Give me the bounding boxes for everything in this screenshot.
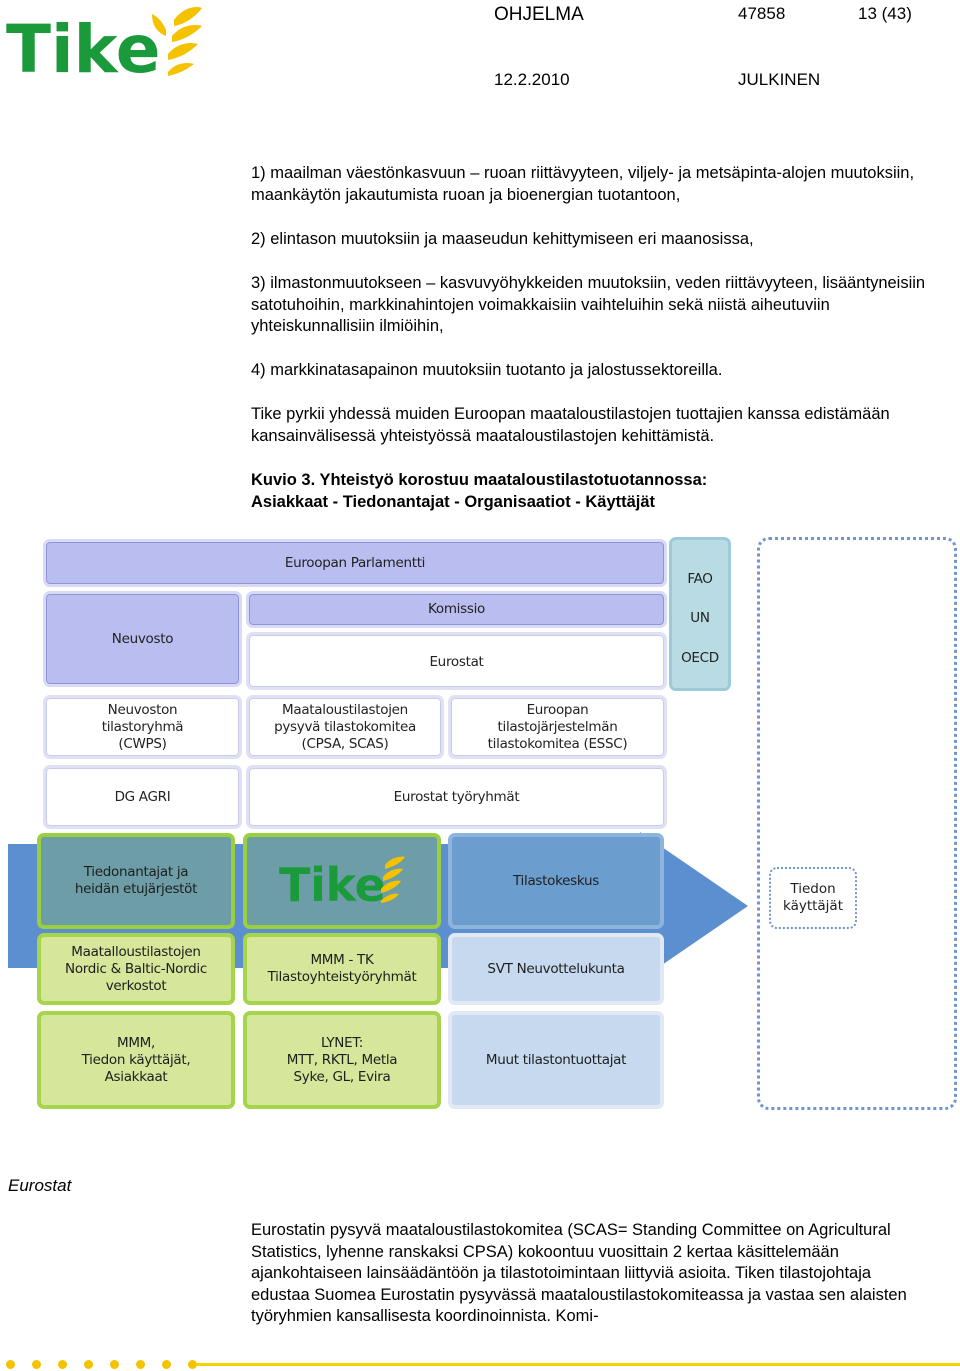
label-cpsa: Maataloustilastojen pysyvä tilastokomite… (274, 701, 416, 752)
box-mmm-tk: MMM - TK Tilastoyhteistyöryhmät (243, 933, 441, 1005)
box-council: Neuvosto (43, 591, 242, 687)
label-respondents: Tiedonantajat ja heidän etujärjestöt (74, 864, 198, 897)
label-nordic: Maatalloustilastojen Nordic & Baltic-Nor… (65, 943, 207, 994)
box-eurostat: Eurostat (246, 632, 667, 690)
label-parliament: Euroopan Parlamentti (284, 554, 426, 571)
doc-date: 12.2.2010 (494, 70, 570, 89)
box-data-users: Tiedon käyttäjät (769, 867, 857, 929)
label-eurostat-wg: Eurostat työryhmät (393, 788, 520, 805)
label-oecd: OECD (681, 649, 719, 666)
figure-caption-line1: Kuvio 3. Yhteistyö korostuu maataloustil… (251, 471, 708, 489)
classification: JULKINEN (738, 70, 821, 89)
box-commission: Komissio (246, 591, 667, 628)
box-mmm-users: MMM, Tiedon käyttäjät, Asiakkaat (37, 1011, 235, 1109)
box-tike: Tike (243, 833, 441, 929)
box-eurostat-wg: Eurostat työryhmät (246, 765, 667, 829)
box-dg-agri: DG AGRI (43, 765, 242, 829)
doc-number: 47858 (738, 4, 786, 23)
list-item-1: 1) maailman väestönkasvuun – ruoan riitt… (251, 164, 915, 204)
box-nordic: Maatalloustilastojen Nordic & Baltic-Nor… (37, 933, 235, 1005)
label-council-group: Neuvoston tilastoryhmä (CWPS) (101, 701, 184, 752)
label-lynet: LYNET: MTT, RKTL, Metla Syke, GL, Evira (286, 1034, 398, 1085)
figure-caption-line2: Asiakkaat - Tiedonantajat - Organisaatio… (251, 493, 656, 511)
body-paragraph: Tike pyrkii yhdessä muiden Euroopan maat… (251, 405, 890, 445)
label-dg-agri: DG AGRI (114, 788, 171, 805)
small-logo-wordmark: Tike (279, 858, 386, 909)
label-other-producers: Muut tilastontuottajat (485, 1051, 627, 1068)
page-number: 13 (43) (858, 4, 912, 23)
tike-logo-graphic: Tike (6, 7, 202, 88)
label-data-users: Tiedon käyttäjät (782, 881, 844, 914)
label-fao: FAO (687, 571, 713, 588)
label-council: Neuvosto (111, 630, 174, 647)
label-essc: Euroopan tilastojärjestelmän tilastokomi… (487, 701, 628, 752)
label-mmm-tk: MMM - TK Tilastoyhteistyöryhmät (267, 952, 417, 985)
box-essc: Euroopan tilastojärjestelmän tilastokomi… (448, 695, 667, 759)
box-international-orgs: FAO UN OECD (669, 537, 731, 691)
label-mmm-users: MMM, Tiedon käyttäjät, Asiakkaat (81, 1034, 191, 1085)
list-item-2: 2) elintason muutoksiin ja maaseudun keh… (251, 230, 754, 248)
label-statfin: Tilastokeskus (513, 872, 599, 889)
tike-logo: Tike (6, 2, 206, 88)
box-cpsa: Maataloustilastojen pysyvä tilastokomite… (246, 695, 444, 759)
logo-wordmark: Tike (6, 11, 161, 82)
box-svt: SVT Neuvottelukunta (448, 933, 664, 1005)
label-un: UN (690, 610, 710, 627)
cooperation-diagram: Euroopan Parlamentti FAO UN OECD Neuvost… (0, 530, 960, 1115)
section-text: Eurostatin pysyvä maataloustilastokomite… (251, 1221, 907, 1325)
box-respondents: Tiedonantajat ja heidän etujärjestöt (37, 833, 235, 929)
section-label-eurostat: Eurostat (8, 1176, 72, 1195)
label-eurostat: Eurostat (429, 654, 484, 670)
box-council-group: Neuvoston tilastoryhmä (CWPS) (43, 695, 242, 759)
box-european-parliament: Euroopan Parlamentti (43, 539, 667, 587)
tike-small-logo: Tike (279, 856, 405, 909)
doc-type: OHJELMA (494, 4, 584, 25)
list-item-3: 3) ilmastonmuutokseen – kasvuvyöhykkeide… (251, 274, 926, 335)
box-statfin: Tilastokeskus (448, 833, 664, 929)
box-lynet: LYNET: MTT, RKTL, Metla Syke, GL, Evira (243, 1011, 441, 1109)
label-svt: SVT Neuvottelukunta (487, 960, 625, 977)
users-column (757, 537, 957, 1110)
label-commission: Komissio (427, 601, 486, 617)
box-other-producers: Muut tilastontuottajat (448, 1011, 664, 1109)
list-item-4: 4) markkinatasapainon muutoksiin tuotant… (251, 361, 723, 379)
